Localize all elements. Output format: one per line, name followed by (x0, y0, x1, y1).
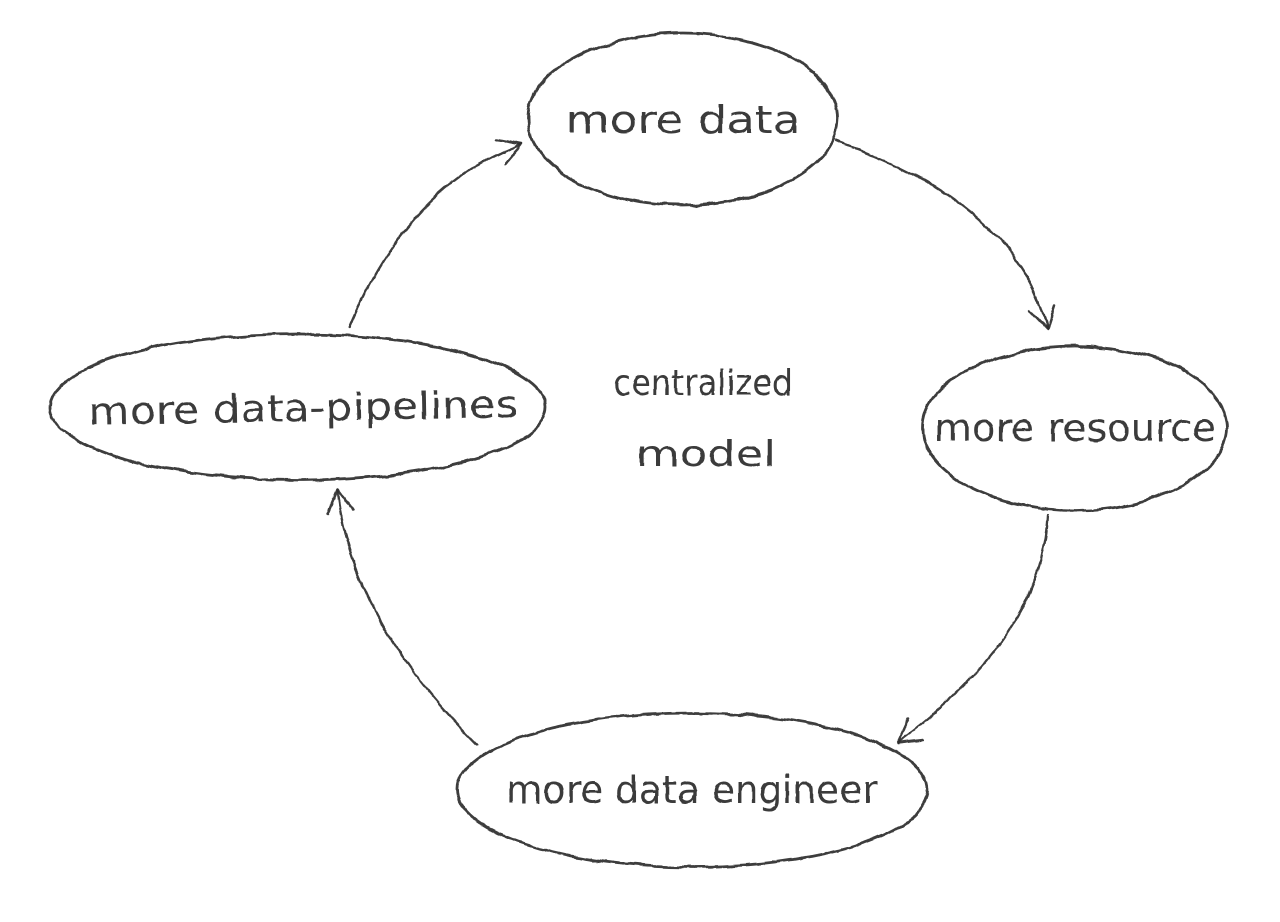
node-ellipse-more-data-pipelines (48, 332, 548, 482)
node-label-more-resource: more resource (934, 406, 1216, 450)
arrowhead-data-to-resource (1027, 303, 1057, 332)
node-label-more-data-engineer: more data engineer (506, 768, 878, 812)
node-ellipse-more-data-engineer (455, 711, 929, 869)
edge-engineer-to-pipelines (335, 488, 479, 747)
node-label-more-data: more data (566, 98, 801, 142)
edge-pipelines-to-data (347, 142, 524, 329)
edge-resource-to-engineer (895, 513, 1050, 745)
node-label-more-data-pipelines: more data-pipelines (88, 382, 519, 433)
node-ellipse-more-data (526, 31, 840, 207)
edge-data-to-resource (834, 139, 1049, 332)
arrowhead-pipelines-to-data (494, 137, 524, 166)
node-ellipse-more-resource (921, 344, 1229, 512)
arrowhead-resource-to-engineer (895, 717, 925, 745)
center-label-line1: centralized (613, 363, 793, 404)
arrowhead-engineer-to-pipelines (325, 488, 355, 516)
center-label-line2: model (636, 434, 776, 475)
